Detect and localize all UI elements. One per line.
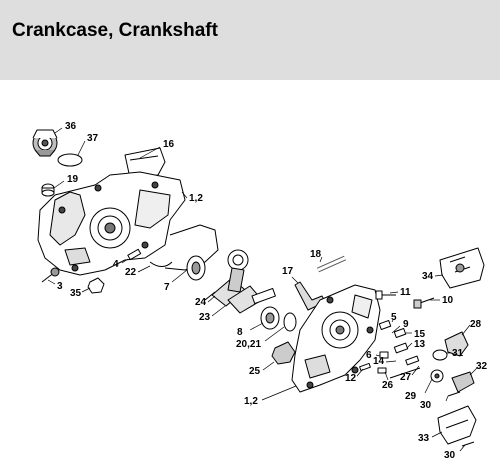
part-10-drawing	[413, 297, 435, 309]
gasket-outline-drawing	[164, 224, 219, 271]
label-7: 7	[164, 282, 170, 293]
label-20-21: 20,21	[236, 339, 261, 350]
part-31-drawing	[432, 349, 448, 361]
label-37: 37	[87, 133, 99, 144]
label-15: 15	[414, 329, 426, 340]
header-band: Crankcase, Crankshaft	[0, 0, 500, 80]
part-11-drawing	[375, 290, 396, 300]
part-8-drawing	[260, 306, 280, 330]
label-35: 35	[70, 288, 82, 299]
label-32: 32	[476, 361, 488, 372]
part-28-drawing	[444, 331, 469, 357]
part-4-drawing	[127, 248, 142, 261]
crankshaft-drawing	[204, 249, 276, 314]
label-3: 3	[57, 281, 63, 292]
part-32-drawing	[451, 371, 475, 393]
part-29-drawing	[430, 369, 444, 383]
label-29: 29	[405, 391, 417, 402]
label-36: 36	[65, 121, 77, 132]
part-30-a-drawing	[447, 391, 461, 397]
label-24: 24	[195, 297, 207, 308]
label-1-2-bottom: 1,2	[244, 396, 258, 407]
crankcase-half-left-drawing	[37, 171, 186, 276]
part-labels: 36 37 16 19 1,2 4 22 3 35 7 24 23 18 17 …	[57, 121, 488, 461]
label-12: 12	[345, 373, 357, 384]
label-5: 5	[391, 312, 397, 323]
label-33: 33	[418, 433, 430, 444]
label-16: 16	[163, 139, 175, 150]
page-title: Crankcase, Crankshaft	[12, 20, 218, 41]
label-23: 23	[199, 312, 211, 323]
leader-lines	[47, 127, 478, 452]
part-25-drawing	[271, 341, 296, 365]
label-10: 10	[442, 295, 454, 306]
label-17: 17	[282, 266, 294, 277]
label-18: 18	[310, 249, 322, 260]
label-26: 26	[382, 380, 394, 391]
label-25: 25	[249, 366, 261, 377]
label-11: 11	[400, 287, 411, 298]
exploded-parts-diagram: 36 37 16 19 1,2 4 22 3 35 7 24 23 18 17 …	[32, 121, 488, 461]
part-37-drawing	[57, 153, 83, 167]
part-18-drawing	[316, 255, 347, 273]
label-31: 31	[452, 348, 464, 359]
label-30-a: 30	[420, 400, 432, 411]
label-14: 14	[373, 356, 385, 367]
part-3-drawing	[41, 267, 60, 283]
label-30-b: 30	[444, 450, 456, 461]
label-9: 9	[403, 319, 409, 330]
part-19-drawing	[41, 183, 55, 197]
label-8: 8	[237, 327, 243, 338]
small-parts-cluster-drawing	[377, 319, 421, 379]
label-34: 34	[422, 271, 434, 282]
part-36-drawing	[32, 129, 58, 157]
label-4: 4	[113, 259, 119, 270]
label-6: 6	[366, 350, 372, 361]
part-33-drawing	[437, 405, 477, 445]
label-27: 27	[400, 372, 412, 383]
part-35-drawing	[87, 277, 105, 294]
crankcase-half-right-drawing	[291, 284, 381, 393]
label-19: 19	[67, 174, 79, 185]
part-20-21-drawing	[283, 312, 297, 332]
label-13: 13	[414, 339, 426, 350]
label-22: 22	[125, 267, 137, 278]
part-34-drawing	[439, 247, 485, 289]
part-12-drawing	[359, 362, 371, 372]
part-7-drawing	[186, 255, 206, 281]
label-1-2-top: 1,2	[189, 193, 203, 204]
label-28: 28	[470, 319, 482, 330]
part-30-b-drawing	[461, 441, 475, 447]
